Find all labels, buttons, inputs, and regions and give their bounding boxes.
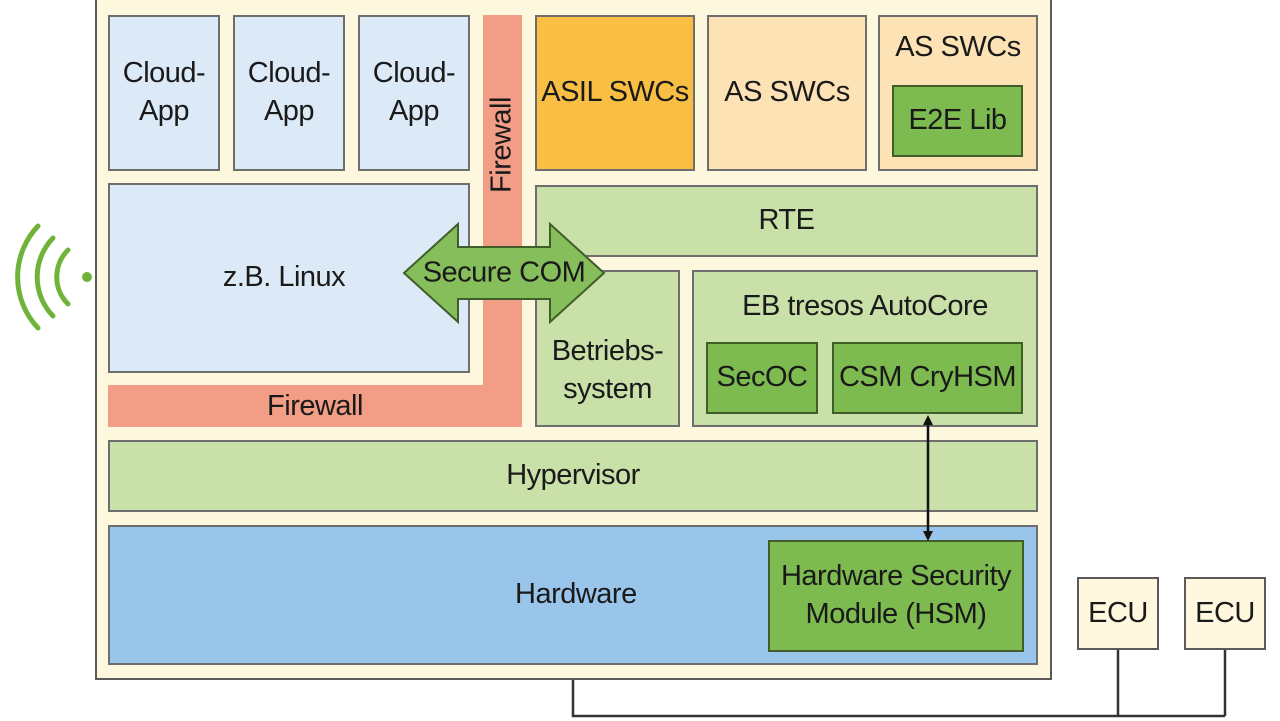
ecu-label: ECU [1195, 596, 1255, 629]
hypervisor-box: Hypervisor [108, 440, 1038, 512]
as-swcs-e2e-label: AS SWCs [895, 31, 1021, 63]
ecu-bus-line [571, 680, 1225, 718]
secoc-box: SecOC [706, 342, 818, 414]
cloud-app-label: Cloud- App [247, 57, 331, 127]
cloud-app-label: Cloud- App [372, 57, 456, 127]
csm-cryhsm-label: CSM CryHSM [838, 361, 1017, 394]
e2e-lib-box: E2E Lib [892, 85, 1023, 157]
secure-com-label: Secure COM [422, 256, 586, 289]
csm-cryhsm-box: CSM CryHSM [832, 342, 1023, 414]
hardware-label: Hardware [515, 578, 637, 611]
betriebssystem-label: Betriebs- system [551, 334, 664, 405]
asil-swcs-box: ASIL SWCs [535, 15, 695, 171]
firewall-horizontal-bar: Firewall [108, 385, 522, 427]
cloud-app-label: Cloud- App [122, 57, 206, 127]
ecu-box-1: ECU [1077, 577, 1159, 650]
hsm-label: Hardware Security Module (HSM) [780, 560, 1012, 630]
e2e-lib-label: E2E Lib [908, 104, 1007, 137]
rte-label: RTE [758, 204, 815, 237]
cloud-app-3: Cloud- App [358, 15, 470, 171]
autocore-label: EB tresos AutoCore [742, 290, 988, 322]
linux-label: z.B. Linux [222, 261, 346, 294]
firewall-horizontal-label: Firewall [267, 390, 363, 423]
cloud-app-1: Cloud- App [108, 15, 220, 171]
hypervisor-label: Hypervisor [506, 459, 640, 492]
firewall-vertical-bar [483, 15, 522, 427]
as-swcs-box: AS SWCs [707, 15, 867, 171]
cloud-app-2: Cloud- App [233, 15, 345, 171]
asil-swcs-label: ASIL SWCs [541, 76, 689, 109]
secure-com-arrow [402, 221, 606, 325]
ecu-label: ECU [1088, 596, 1148, 629]
ecu-box-2: ECU [1184, 577, 1266, 650]
as-swcs-label: AS SWCs [724, 76, 850, 109]
hsm-box: Hardware Security Module (HSM) [768, 540, 1024, 652]
secoc-label: SecOC [716, 361, 808, 394]
wireless-signal-icon [15, 223, 92, 331]
rte-box: RTE [535, 185, 1038, 257]
